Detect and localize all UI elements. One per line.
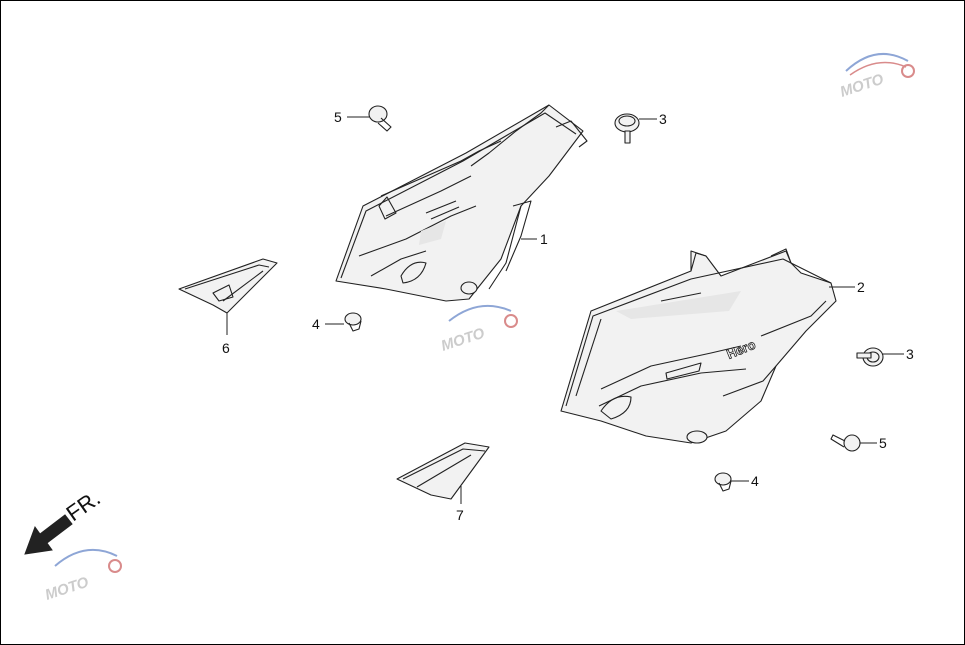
part-3-screw-right [856, 347, 884, 367]
part-4-clip-left [344, 312, 362, 332]
callout-number: 3 [906, 346, 914, 362]
callout-number: 1 [540, 231, 548, 247]
watermark-text: MOTO [43, 574, 91, 604]
part-5-rivet-right [830, 434, 861, 452]
watermark-top-right: MOTO [838, 53, 915, 101]
callout-4-left: 4 [312, 316, 344, 332]
front-direction-indicator: FR. [24, 485, 105, 555]
part-1-left-side-cover [335, 104, 588, 302]
callout-number: 6 [222, 340, 230, 356]
callout-3-top: 3 [639, 111, 667, 127]
watermark-text: MOTO [439, 325, 487, 355]
part-6-triangular-cover [178, 258, 278, 314]
part-7-wedge-cover [396, 442, 490, 500]
callout-5-top: 5 [334, 109, 369, 125]
callout-2: 2 [829, 279, 865, 295]
callout-1: 1 [521, 231, 548, 247]
callout-4-right: 4 [731, 473, 759, 489]
callout-number: 4 [751, 473, 759, 489]
watermark-text: MOTO [838, 71, 886, 101]
part-2-right-side-cover: Hero [560, 248, 837, 444]
callout-number: 5 [334, 109, 342, 125]
watermark-bottom-left: MOTO [43, 549, 122, 604]
callout-3-right: 3 [883, 346, 914, 362]
part-5-rivet-top [368, 105, 392, 132]
callout-number: 3 [659, 111, 667, 127]
part-4-clip-right [714, 472, 732, 492]
callout-number: 2 [857, 279, 865, 295]
callout-6: 6 [222, 313, 230, 356]
callout-5-right: 5 [860, 435, 887, 451]
part-3-screw-top [614, 113, 640, 144]
arrow-down-left-icon [24, 514, 73, 555]
callout-number: 4 [312, 316, 320, 332]
watermark-center: MOTO [439, 304, 518, 355]
callout-number: 5 [879, 435, 887, 451]
callout-7: 7 [456, 486, 464, 523]
callout-number: 7 [456, 507, 464, 523]
